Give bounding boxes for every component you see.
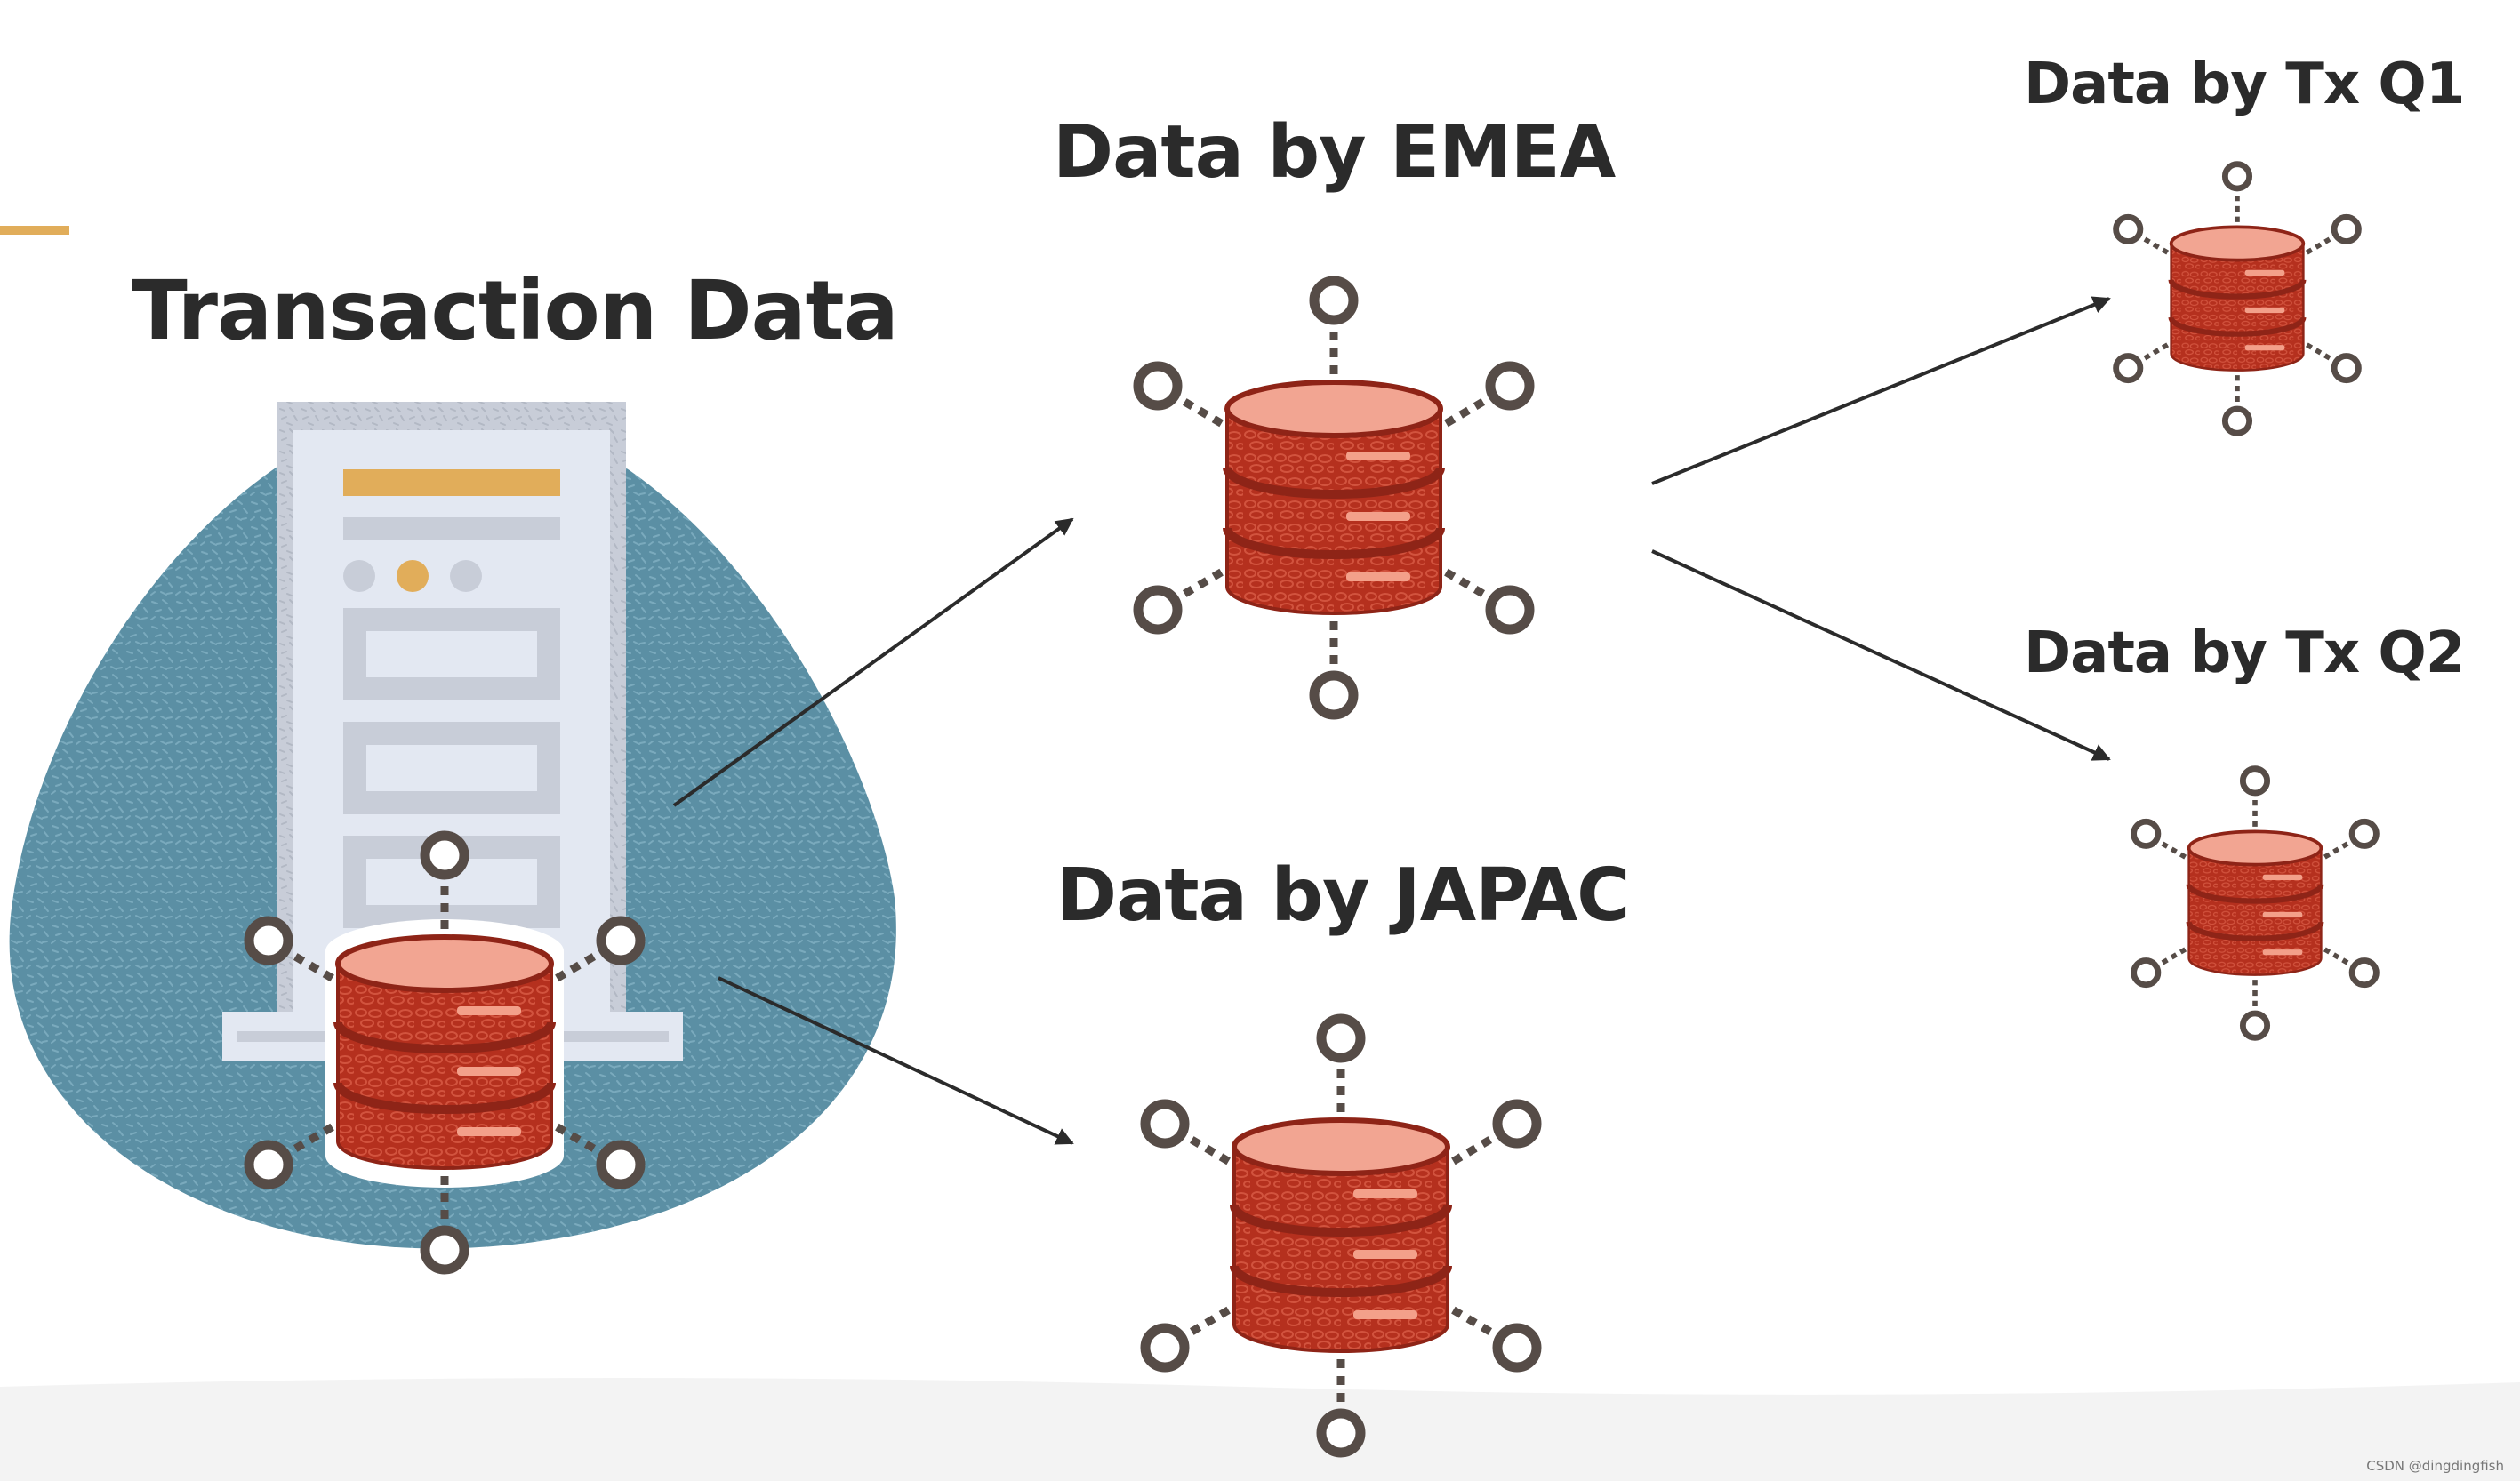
arrow-emea-to-q2 xyxy=(1651,549,2111,761)
q2-database xyxy=(2134,769,2377,1038)
arrow-source-to-emea xyxy=(672,517,1074,807)
transaction-data-label: Transaction Data xyxy=(132,263,899,358)
q1-database xyxy=(2116,164,2359,434)
emea-database xyxy=(1138,281,1529,715)
source-database xyxy=(249,836,640,1269)
emea-label: Data by EMEA xyxy=(1053,110,1616,195)
bottom-texture xyxy=(0,1378,2520,1481)
arrow-emea-to-q1 xyxy=(1651,296,2111,485)
arrow-source-to-japac xyxy=(718,976,1074,1145)
tx-q1-label: Data by Tx Q1 xyxy=(2024,52,2465,117)
japac-label: Data by JAPAC xyxy=(1056,853,1630,938)
accent-dash xyxy=(0,226,69,235)
watermark: CSDN @dingdingfish xyxy=(2366,1458,2504,1474)
tx-q2-label: Data by Tx Q2 xyxy=(2024,620,2465,686)
